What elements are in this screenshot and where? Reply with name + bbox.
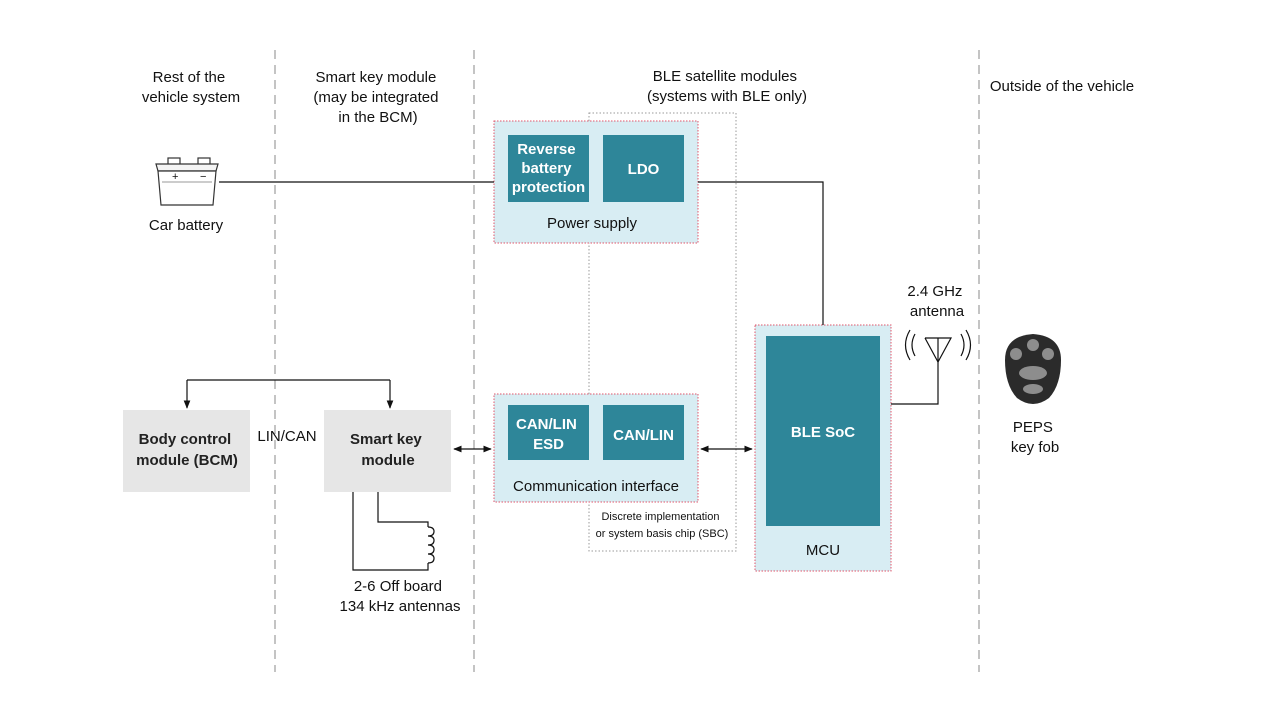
offboard-antenna-coil	[427, 526, 435, 564]
offboard-antennas-label: 2-6 Off board 134 kHz antennas	[340, 578, 461, 615]
reverse-battery-protection-box	[508, 135, 589, 202]
lin-can-label: LIN/CAN	[257, 428, 316, 445]
column-dividers	[274, 50, 980, 672]
svg-text:+: +	[172, 171, 178, 183]
svg-text:−: −	[200, 171, 206, 183]
car-battery-label: Car battery	[149, 217, 224, 234]
antenna-label: 2.4 GHz antenna	[907, 283, 966, 320]
can-lin-esd-label: CAN/LIN ESD	[516, 416, 581, 453]
mcu-to-antenna-wire	[891, 362, 939, 405]
column-heading-ble: BLE satellite modules (systems with BLE …	[647, 68, 807, 105]
ldo-label: LDO	[628, 161, 660, 178]
antenna-icon	[904, 329, 972, 364]
key-fob-label: PEPS key fob	[1011, 419, 1059, 456]
bcm-box	[123, 410, 250, 492]
column-heading-smart-key: Smart key module (may be integrated in t…	[313, 69, 442, 126]
can-lin-label: CAN/LIN	[613, 427, 674, 444]
sbc-dotted-frame	[588, 112, 737, 552]
offboard-antenna-wire-outer	[352, 492, 429, 571]
column-heading-rest: Rest of the vehicle system	[142, 69, 240, 106]
column-heading-outside: Outside of the vehicle	[990, 78, 1134, 95]
key-fob-icon	[1005, 334, 1061, 404]
car-battery-icon: + −	[155, 157, 219, 206]
offboard-antenna-wire-inner	[377, 492, 429, 527]
smart-key-module-label: Smart key module	[350, 431, 426, 469]
sbc-note: Discrete implementation or system basis …	[596, 511, 729, 540]
smart-key-module-box	[324, 410, 451, 492]
reverse-battery-protection-label: Reverse battery protection	[512, 141, 585, 196]
ldo-to-mcu-wire	[698, 181, 824, 325]
ble-soc-box	[766, 336, 880, 526]
can-lin-box	[603, 405, 684, 460]
can-lin-esd-box	[508, 405, 589, 460]
power-supply-label: Power supply	[547, 215, 638, 232]
bcm-label: Body control module (BCM)	[136, 431, 238, 469]
mcu-label: MCU	[806, 542, 840, 559]
ble-soc-label: BLE SoC	[791, 424, 855, 441]
wires	[183, 181, 939, 571]
ldo-box	[603, 135, 684, 202]
communication-interface-label: Communication interface	[513, 478, 679, 495]
